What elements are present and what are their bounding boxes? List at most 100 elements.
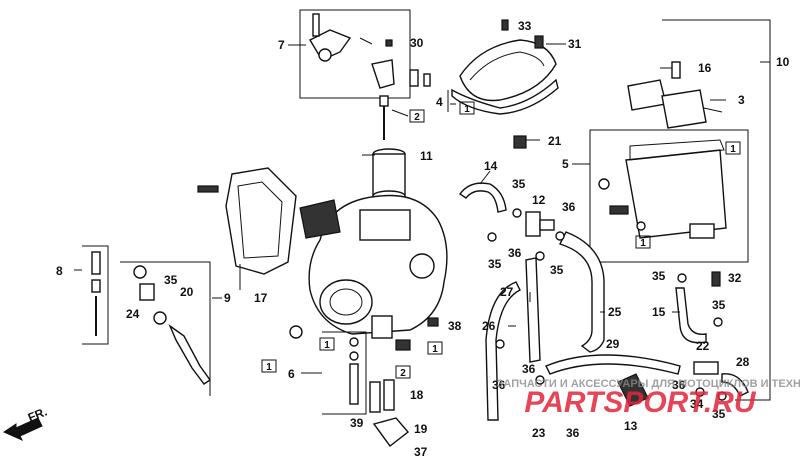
hose-29 — [545, 354, 681, 375]
box-1-jets-text: 1 — [324, 340, 330, 351]
hose-15 — [675, 287, 707, 344]
label-22: 22 — [696, 339, 710, 353]
part-30-screw — [385, 39, 393, 47]
label-36b: 36 — [508, 246, 522, 260]
label-25: 25 — [608, 305, 622, 319]
box-1-nut — [427, 341, 443, 355]
part-nut — [395, 339, 411, 351]
boxed-labels: 2 1 1 1 1 1 1 2 — [261, 101, 741, 379]
box-1-top-text: 1 — [464, 104, 470, 115]
label-12: 12 — [532, 193, 546, 207]
hose-14 — [459, 182, 507, 213]
bracket-10 — [662, 19, 771, 401]
box-1-left-text: 1 — [266, 362, 272, 373]
label-21: 21 — [548, 134, 562, 148]
label-31: 31 — [568, 37, 582, 51]
part-3-solenoid — [627, 79, 723, 129]
part-39-screw — [369, 381, 381, 413]
label-34: 34 — [690, 397, 704, 411]
part-jet-holder — [371, 59, 431, 89]
box-1-bowl-text: 1 — [730, 144, 736, 155]
label-27: 27 — [500, 285, 514, 299]
label-36e: 36 — [672, 378, 686, 392]
label-11: 11 — [420, 149, 433, 163]
box-1-nut-text: 1 — [432, 344, 438, 355]
box-1-bowl-lower — [635, 235, 651, 249]
label-35b: 35 — [488, 257, 502, 271]
part-9-assembly — [120, 261, 211, 396]
part-33-screw — [501, 19, 509, 31]
label-3: 3 — [738, 93, 745, 107]
label-4: 4 — [436, 95, 443, 109]
box-2-text: 2 — [414, 112, 420, 123]
label-17: 17 — [254, 291, 268, 305]
label-33: 33 — [518, 19, 532, 33]
label-37: 37 — [414, 445, 428, 459]
label-7: 7 — [278, 38, 285, 52]
part-number-labels: 7 30 4 33 31 10 16 3 21 5 11 14 35 12 36… — [56, 19, 790, 459]
label-35g: 35 — [164, 273, 178, 287]
part-16-fitting — [671, 61, 681, 79]
watermark-tagline: ЗАПЧАСТИ И АКСЕССУАРЫ ДЛЯ МОТОЦИКЛОВ И Т… — [497, 378, 800, 390]
part-28-hose — [721, 373, 749, 397]
box-1-top — [459, 101, 475, 115]
label-35c: 35 — [550, 263, 564, 277]
label-32: 32 — [728, 271, 742, 285]
label-35d: 35 — [652, 269, 666, 283]
front-direction-arrow: FR. — [2, 405, 49, 442]
label-38: 38 — [448, 319, 462, 333]
fr-label: FR. — [26, 405, 49, 425]
label-35f: 35 — [712, 407, 726, 421]
top-left-assembly-box — [299, 9, 431, 99]
part-19-drain — [372, 417, 410, 447]
box-1-bowl — [725, 141, 741, 155]
label-23: 23 — [532, 426, 546, 440]
box-1-bowl-lower-text: 1 — [640, 238, 646, 249]
part-13-fitting — [617, 373, 649, 407]
carburetor-main-body — [299, 194, 448, 339]
box-2-lower-text: 2 — [400, 368, 406, 379]
box-2 — [409, 109, 425, 123]
part-18-screw — [383, 379, 395, 411]
leader-lines — [74, 43, 770, 374]
label-20: 20 — [180, 285, 194, 299]
label-35a: 35 — [512, 177, 526, 191]
label-19: 19 — [414, 422, 428, 436]
part-8-assembly — [82, 245, 109, 345]
label-14: 14 — [484, 159, 498, 173]
part-4-top-cover — [451, 39, 559, 115]
part-12-tee-fitting — [525, 211, 555, 237]
part-22-fitting — [693, 361, 719, 375]
label-10: 10 — [776, 55, 790, 69]
part-5-float-bowl — [589, 129, 749, 263]
part-7-arm — [309, 13, 352, 62]
label-8: 8 — [56, 264, 63, 278]
label-29: 29 — [606, 337, 620, 351]
box-1-left — [261, 359, 277, 373]
hose-26 — [485, 281, 521, 421]
needle-assembly — [379, 95, 389, 140]
label-36a: 36 — [562, 200, 576, 214]
label-24: 24 — [126, 307, 140, 321]
label-39: 39 — [350, 416, 364, 430]
part-17-side-cover — [197, 167, 297, 275]
label-5: 5 — [562, 157, 569, 171]
label-6: 6 — [288, 367, 295, 381]
label-36d: 36 — [492, 378, 506, 392]
label-30: 30 — [410, 36, 424, 50]
label-18: 18 — [410, 388, 424, 402]
label-15: 15 — [652, 305, 666, 319]
hose-25 — [559, 231, 605, 353]
watermark: ЗАПЧАСТИ И АКСЕССУАРЫ ДЛЯ МОТОЦИКЛОВ И Т… — [497, 378, 800, 419]
watermark-brand: PARTSPORT.RU — [524, 386, 756, 419]
hose-27 — [525, 257, 541, 363]
label-13: 13 — [624, 419, 638, 433]
part-7-pin — [359, 37, 373, 45]
label-9: 9 — [224, 291, 231, 305]
label-26: 26 — [482, 319, 496, 333]
o-ring — [289, 325, 303, 339]
box-2-lower — [395, 365, 411, 379]
label-36c: 36 — [522, 362, 536, 376]
part-11-piston — [372, 148, 406, 202]
